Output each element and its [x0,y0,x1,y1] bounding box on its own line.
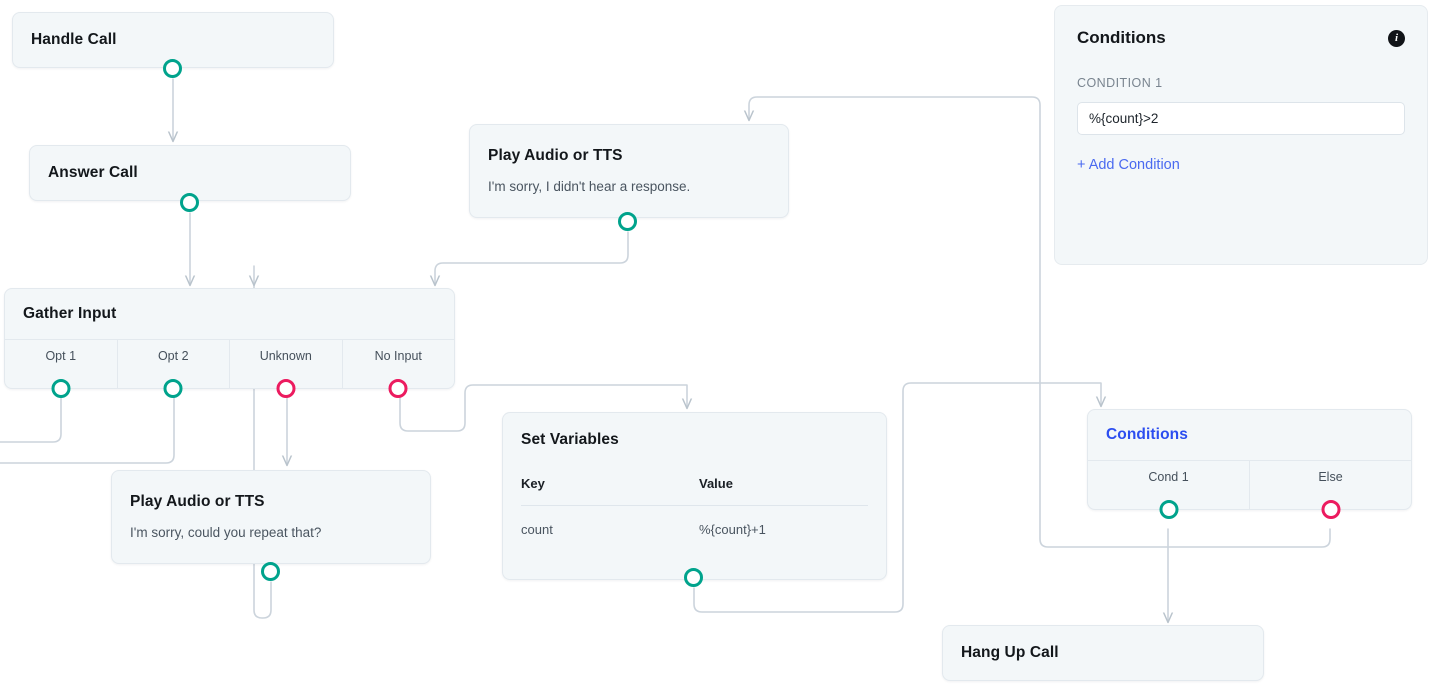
add-condition-button[interactable]: + Add Condition [1077,157,1180,173]
port-label: Else [1318,470,1343,484]
node-handle-call[interactable]: Handle Call [12,12,334,68]
node-output-port-repeat[interactable] [261,562,280,581]
edge-opt1-out [0,396,62,443]
variables-table: Key Value count %{count}+1 [503,476,886,537]
panel-title: Conditions [1077,28,1166,47]
port-unknown[interactable]: Unknown [230,340,343,398]
branch-port-row: Opt 1 Opt 2 Unknown No Input [5,339,455,398]
cell-key: count [521,521,553,537]
conditions-panel: Conditions i CONDITION 1 %{count}>2 + Ad… [1054,5,1428,265]
node-title: Play Audio or TTS [488,147,623,165]
port-label: No Input [374,349,422,363]
port-dot-success[interactable] [163,379,183,398]
node-answer-call[interactable]: Answer Call [29,145,351,201]
node-play-audio-no-response[interactable]: Play Audio or TTS I'm sorry, I didn't he… [469,124,789,218]
column-header-value: Value [699,475,733,491]
condition-label: CONDITION 1 [1077,76,1163,90]
condition-input[interactable]: %{count}>2 [1077,102,1405,135]
port-label: Cond 1 [1148,470,1189,484]
node-output-port-no-response[interactable] [618,212,637,231]
node-title: Handle Call [31,30,117,48]
port-dot-error[interactable] [276,379,296,398]
port-label: Opt 1 [45,349,77,363]
node-subtitle: I'm sorry, could you repeat that? [130,524,322,540]
table-header-row: Key Value [521,476,868,506]
node-title: Conditions [1106,426,1188,443]
port-else[interactable]: Else [1250,461,1411,519]
node-title: Gather Input [23,305,117,322]
node-hang-up-call[interactable]: Hang Up Call [942,625,1264,681]
port-opt-1[interactable]: Opt 1 [5,340,118,398]
port-label: Unknown [259,349,312,363]
node-title: Hang Up Call [961,643,1059,661]
info-icon[interactable]: i [1388,29,1405,47]
edge-opt2-out [0,396,175,464]
port-dot-error[interactable] [1321,500,1340,519]
node-output-port-set-variables[interactable] [684,568,703,587]
edge-noresponse-to-gather [435,231,629,285]
port-cond-1[interactable]: Cond 1 [1088,461,1250,519]
node-title: Play Audio or TTS [130,493,265,511]
cell-value: %{count}+1 [699,521,766,537]
port-opt-2[interactable]: Opt 2 [118,340,230,398]
node-output-port-answer-call[interactable] [180,193,199,212]
port-label: Opt 2 [157,349,189,363]
node-output-port-handle-call[interactable] [163,59,182,78]
port-no-input[interactable]: No Input [343,340,455,398]
node-conditions[interactable]: Conditions Cond 1 Else [1087,409,1412,519]
node-title: Answer Call [48,163,138,181]
node-play-audio-repeat[interactable]: Play Audio or TTS I'm sorry, could you r… [111,470,431,564]
panel-header: Conditions i [1077,28,1405,48]
port-dot-error[interactable] [388,379,408,398]
branch-port-row: Cond 1 Else [1088,460,1411,519]
node-subtitle: I'm sorry, I didn't hear a response. [488,178,691,194]
node-set-variables[interactable]: Set Variables Key Value count %{count}+1 [502,412,887,580]
node-title: Set Variables [521,431,619,448]
column-header-key: Key [521,475,545,491]
node-gather-input[interactable]: Gather Input Opt 1 Opt 2 Unknown No Inpu… [4,288,455,398]
port-dot-success[interactable] [51,379,71,398]
table-row: count %{count}+1 [521,506,868,537]
port-dot-success[interactable] [1159,500,1178,519]
